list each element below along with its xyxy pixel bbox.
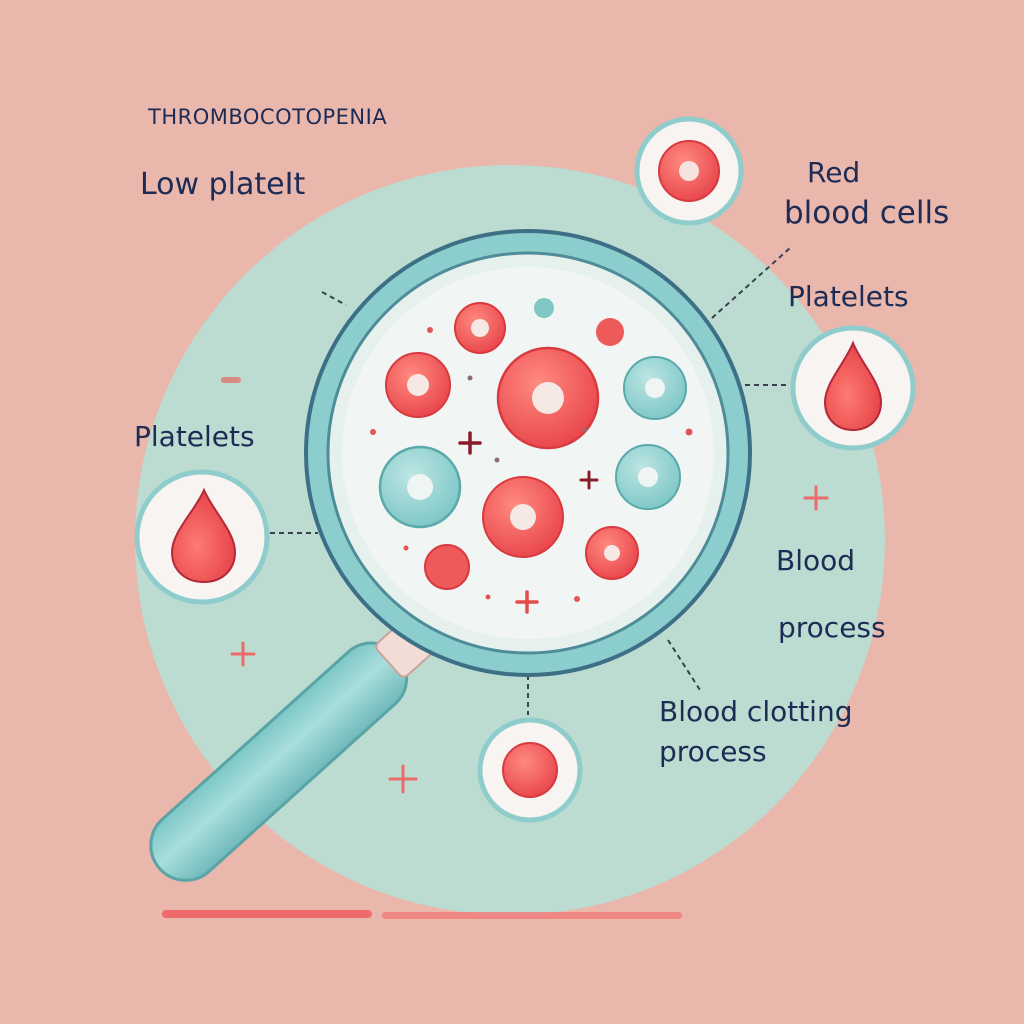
red-blood-cell <box>424 544 470 590</box>
red-blood-cell <box>385 352 451 418</box>
badge-drop-right <box>790 325 916 451</box>
label-blood-line1: Blood <box>776 544 856 577</box>
red-blood-cell <box>482 476 564 558</box>
blood-drop-icon <box>170 487 237 584</box>
platelet-dots <box>370 327 693 602</box>
label-red-blood-cells-line2: blood cells <box>784 195 950 231</box>
plus-icon <box>515 590 539 614</box>
red-blood-cell-icon <box>658 140 720 202</box>
plus-icon <box>388 764 418 794</box>
teal-cell <box>623 356 687 420</box>
red-blood-cell-icon <box>502 742 558 798</box>
blood-drop-icon <box>823 340 883 432</box>
label-platelets-right: Platelets <box>788 280 909 313</box>
badge-red-blood-cell-top <box>634 116 744 226</box>
badge-drop-left <box>134 469 270 605</box>
red-blood-cell <box>454 302 506 354</box>
ground-shadow <box>162 910 682 919</box>
label-blood-process-line2: process <box>778 611 886 644</box>
plus-icon <box>803 485 829 511</box>
plus-icon <box>458 431 482 455</box>
label-blood-clotting-line1: Blood clotting <box>659 695 853 728</box>
red-blood-cell <box>596 318 624 346</box>
teal-cell <box>615 444 681 510</box>
lens-cells <box>370 298 693 614</box>
label-red-line1: Red <box>807 156 861 189</box>
badge-red-blood-cell-bottom <box>477 717 583 823</box>
plus-icon <box>579 470 599 490</box>
connector-lines <box>270 247 791 715</box>
decor-mark <box>221 377 241 383</box>
red-blood-cell <box>496 346 600 450</box>
label-platelets-left: Platelets <box>134 420 255 453</box>
diagram-title: THROMBOCOTOPENIA <box>148 105 388 129</box>
label-low-platelet: Low plateIt <box>140 167 306 202</box>
teal-cell <box>534 298 554 318</box>
plus-icon <box>230 641 256 667</box>
label-clotting-process-line2: process <box>659 735 767 768</box>
teal-cell <box>378 445 462 529</box>
red-blood-cell <box>585 526 639 580</box>
